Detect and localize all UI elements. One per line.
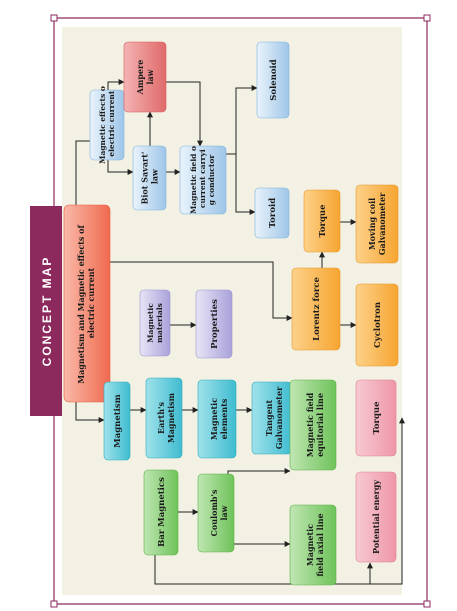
svg-text:Biot Savart' law: Biot Savart' law	[140, 152, 160, 205]
node-magnetic-materials: Magneticmaterials	[139, 289, 171, 357]
connector	[110, 261, 293, 321]
node-ampere-law: Amperelaw	[123, 41, 167, 113]
node-toroid: Toroid	[254, 187, 290, 239]
svg-text:Magnetic effects o electric cu: Magnetic effects o electric current	[98, 86, 116, 164]
title-banner: CONCEPT MAP	[30, 206, 62, 416]
svg-text:Toroid: Toroid	[268, 198, 278, 228]
node-solenoid: Solenoid	[256, 41, 290, 119]
svg-text:Potential energy: Potential energy	[371, 480, 381, 554]
node-properties: Properties	[195, 289, 233, 359]
connector	[107, 79, 125, 90]
svg-text:Solenoid: Solenoid	[269, 59, 279, 101]
main-label-line2: electric current	[86, 267, 96, 338]
svg-text:Coulomb'slaw: Coulomb'slaw	[209, 489, 229, 536]
node-field-equatorial: Magnetic fieldequitorial line	[289, 379, 337, 471]
node-earths-magnetism: Earth'sMagnetism	[145, 377, 183, 459]
svg-text:Amperelaw: Amperelaw	[135, 60, 155, 96]
svg-text:Torque: Torque	[318, 204, 328, 238]
node-tangent-galvanometer: TangentGalvanometer	[251, 381, 293, 455]
connector	[155, 417, 405, 585]
node-moving-coil: Moving coilGalvanometer	[355, 184, 399, 264]
connector	[166, 81, 203, 147]
node-torque-top: Torque	[303, 189, 341, 253]
node-field-axial: Magneticfield axial line	[289, 504, 337, 586]
svg-text:Magnetism: Magnetism	[113, 394, 123, 447]
node-torque-bottom: Torque	[355, 379, 397, 457]
node-magnetism: Magnetism	[103, 381, 131, 461]
node-coulombs-law: Coulomb'slaw	[197, 473, 235, 553]
svg-text:Lorentz force: Lorentz force	[312, 277, 322, 341]
svg-text:Magneticfield axial line: Magneticfield axial line	[305, 513, 325, 576]
node-main: Magnetism and Magnetic effects of electr…	[63, 204, 111, 403]
svg-text:Moving coilGalvanometer: Moving coilGalvanometer	[367, 192, 387, 255]
node-biot-savart: Biot Savart' law	[132, 145, 167, 211]
main-label-line1: Magnetism and Magnetic effects of	[76, 224, 86, 383]
svg-text:Magnetic field o current carry: Magnetic field o current carryig conduct…	[189, 146, 216, 214]
svg-text:Properties: Properties	[210, 299, 220, 349]
svg-text:TangentGalvanometer: TangentGalvanometer	[264, 386, 284, 449]
node-magnetic-effects: Magnetic effects o electric current	[89, 86, 125, 164]
connector	[235, 154, 256, 215]
node-bar-magnetics: Bar Magnetics	[143, 469, 179, 556]
node-potential-energy: Potential energy	[355, 471, 397, 563]
svg-text:Magnetic fieldequitorial line: Magnetic fieldequitorial line	[305, 392, 325, 457]
node-field-conductor: Magnetic field o current carryig conduct…	[179, 145, 227, 215]
node-lorentz-force: Lorentz force	[291, 267, 341, 351]
svg-text:Earth'sMagnetism: Earth'sMagnetism	[156, 392, 176, 443]
svg-text:Torque: Torque	[372, 401, 382, 435]
connector	[107, 160, 134, 175]
connector	[75, 140, 90, 205]
svg-text:Magneticmaterials: Magneticmaterials	[146, 303, 164, 343]
svg-text:Cyclotron: Cyclotron	[373, 302, 383, 348]
connector	[75, 402, 105, 423]
page-title: CONCEPT MAP	[40, 256, 54, 367]
svg-text:Bar Magnetics: Bar Magnetics	[157, 477, 167, 547]
node-cyclotron: Cyclotron	[355, 283, 399, 367]
node-magnetic-elements: Magneticelements	[197, 379, 237, 459]
svg-text:Magneticelements: Magneticelements	[209, 398, 229, 440]
svg-text:Magnetism and Magnetic effects: Magnetism and Magnetic effects of electr…	[76, 222, 96, 384]
connector	[226, 85, 258, 155]
